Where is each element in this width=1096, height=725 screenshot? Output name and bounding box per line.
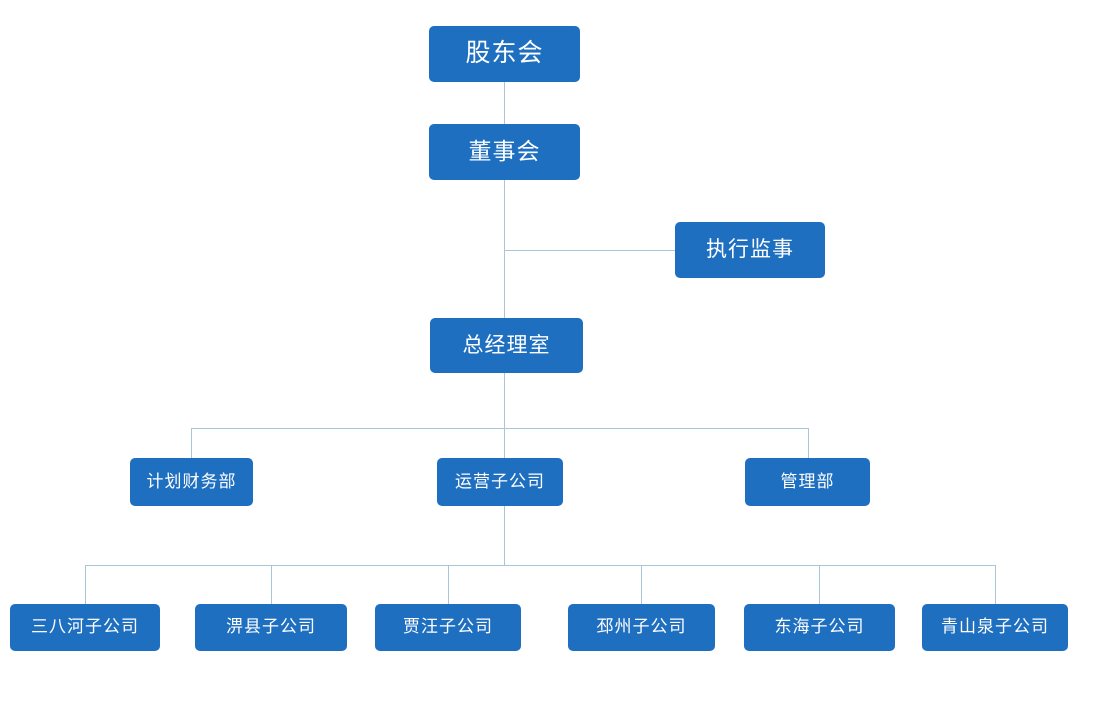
org-node-gm-office[interactable]: 总经理室 xyxy=(430,318,583,373)
org-node-sub-pizhou[interactable]: 邳州子公司 xyxy=(568,604,715,651)
connector-drop-ops xyxy=(504,428,505,458)
connector-drop-finance xyxy=(191,428,192,458)
connector-bus-level4 xyxy=(191,428,808,429)
org-node-admin-dept[interactable]: 管理部 xyxy=(745,458,870,506)
org-node-sub-donghai[interactable]: 东海子公司 xyxy=(744,604,895,651)
connector-drop-qingshanquan xyxy=(995,565,996,604)
org-node-sub-qingshanquan[interactable]: 青山泉子公司 xyxy=(922,604,1068,651)
connector-drop-jiawang xyxy=(448,565,449,604)
connector-drop-peixian xyxy=(271,565,272,604)
connector-spine-ops-through xyxy=(504,458,505,565)
org-node-supervisor[interactable]: 执行监事 xyxy=(675,222,825,278)
connector-spine-board-down xyxy=(504,180,505,318)
connector-drop-sanbahe xyxy=(85,565,86,604)
org-node-board[interactable]: 董事会 xyxy=(429,124,580,180)
org-node-sub-jiawang[interactable]: 贾汪子公司 xyxy=(375,604,521,651)
connector-branch-supervisor xyxy=(504,250,675,251)
connector-spine-shareholders-board xyxy=(504,82,505,124)
org-node-ops-sub[interactable]: 运营子公司 xyxy=(437,458,563,506)
org-node-shareholders[interactable]: 股东会 xyxy=(429,26,580,82)
connector-drop-donghai xyxy=(819,565,820,604)
connector-spine-gm-down xyxy=(504,373,505,428)
org-node-finance-dept[interactable]: 计划财务部 xyxy=(130,458,253,506)
connector-drop-admin xyxy=(808,428,809,458)
connector-drop-pizhou xyxy=(641,565,642,604)
connector-bus-level5 xyxy=(85,565,995,566)
org-node-sub-sanbahe[interactable]: 三八河子公司 xyxy=(10,604,160,651)
org-node-sub-peixian[interactable]: 淠县子公司 xyxy=(195,604,347,651)
